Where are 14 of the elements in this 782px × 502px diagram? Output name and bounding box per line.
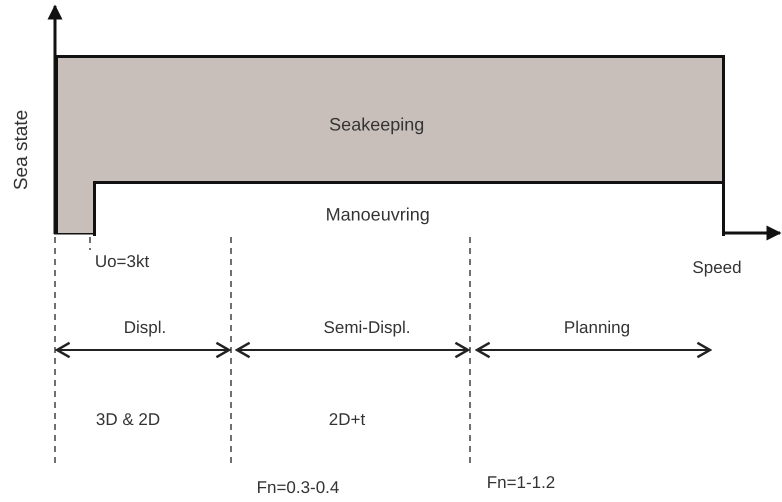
- speed-marker-label: Uo=3kt: [94, 252, 150, 272]
- method-label: 3D & 2D: [96, 410, 160, 430]
- range-label: Semi-Displ.: [324, 318, 410, 338]
- axis-title: Sea state: [11, 110, 33, 190]
- range-label: Planning: [564, 318, 630, 338]
- axis-title: Speed: [692, 258, 742, 278]
- range-label: Displ.: [124, 318, 166, 338]
- region-label: Seakeeping: [329, 114, 424, 135]
- method-label: 2D+t: [328, 410, 366, 430]
- froude-number-label: Fn=0.3-0.4: [256, 478, 340, 498]
- froude-number-label: Fn=1-1.2: [486, 473, 556, 493]
- region-box: [55, 55, 725, 233]
- region-label: Manoeuvring: [326, 204, 430, 226]
- inner-region-box: [93, 181, 725, 236]
